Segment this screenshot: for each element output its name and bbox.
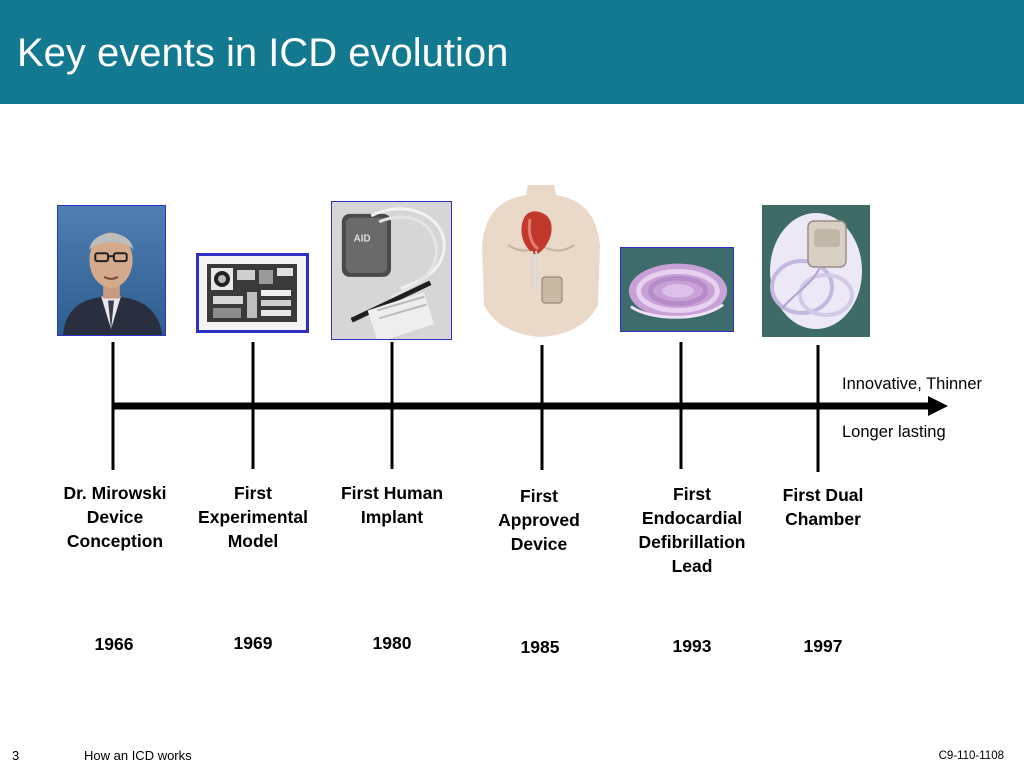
device-with-leads-photo: AID: [331, 201, 452, 340]
slide-header: Key events in ICD evolution: [0, 0, 1024, 104]
timeline-arrowhead: [928, 396, 948, 416]
event-year: 1985: [520, 637, 560, 657]
event-label: First Dual Chamber: [782, 485, 864, 529]
portrait-photo: [57, 205, 166, 336]
arrow-note-bottom: Longer lasting: [842, 423, 946, 441]
footer-title: How an ICD works: [84, 748, 192, 763]
event-year: 1993: [672, 636, 712, 656]
event-year: 1997: [803, 636, 843, 656]
event-year: 1966: [94, 634, 134, 654]
event-label: First Human Implant: [340, 483, 444, 527]
arrow-note-top: Innovative, Thinner: [842, 375, 983, 393]
coiled-lead-photo: [620, 247, 734, 332]
event-label: First Approved Device: [498, 486, 580, 554]
footer-code: C9-110-1108: [938, 750, 1004, 762]
torso-implant-illustration: [478, 185, 604, 339]
event-year: 1980: [372, 633, 412, 653]
circuit-board-photo: [196, 253, 309, 333]
event-label: First Experimental Model: [198, 483, 308, 551]
slide-number: 3: [12, 748, 20, 763]
slide-title: Key events in ICD evolution: [17, 31, 509, 75]
dual-chamber-device-photo: [762, 205, 870, 337]
svg-text:AID: AID: [354, 233, 371, 244]
event-label: First Endocardial Defibrillation Lead: [638, 484, 746, 576]
event-year: 1969: [233, 633, 273, 653]
event-label: Dr. Mirowski Device Conception: [63, 483, 167, 551]
